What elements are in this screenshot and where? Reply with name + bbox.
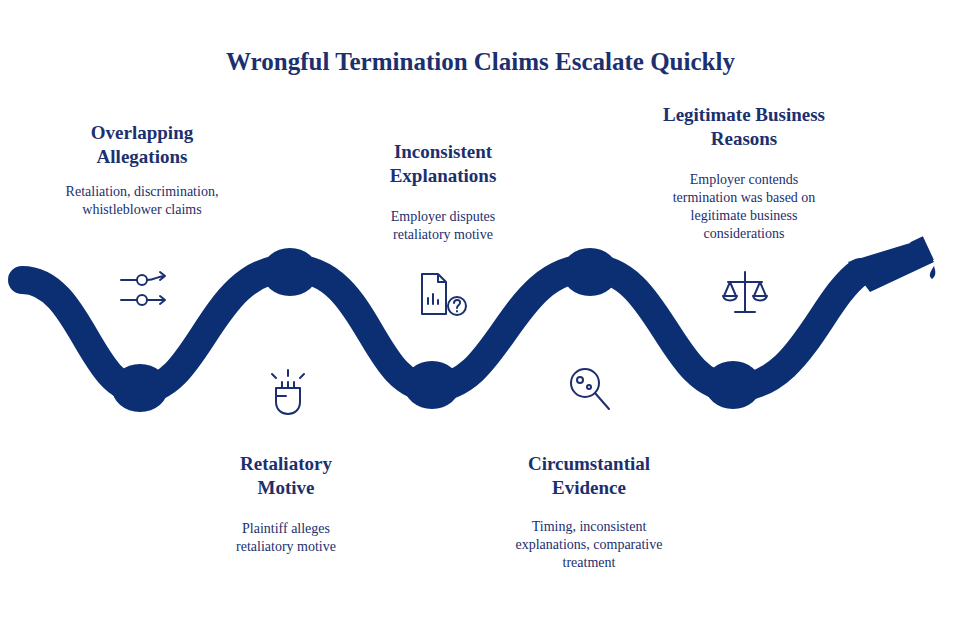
arrows-icon (121, 272, 165, 305)
stage-description: Employer disputes retaliatory motive (368, 208, 518, 244)
stage-description: Employer contends termination was based … (659, 171, 829, 243)
stage-description: Timing, inconsistent explanations, compa… (504, 518, 674, 572)
magnifier-icon (571, 369, 609, 409)
stage-heading: Circumstantial Evidence (514, 452, 664, 500)
stage-description: Retaliation, discrimination, whistleblow… (65, 183, 220, 219)
document-question-icon (422, 274, 466, 315)
stage-heading: Inconsistent Explanations (358, 140, 528, 188)
scales-icon (723, 272, 767, 312)
stage-heading: Overlapping Allegations (57, 121, 227, 169)
knots (112, 248, 761, 412)
stage-heading: Retaliatory Motive (216, 452, 356, 500)
fist-icon (272, 370, 304, 414)
stage-description: Plaintiff alleges retaliatory motive (214, 520, 359, 556)
nozzle (848, 236, 935, 292)
stage-heading: Legitimate Business Reasons (657, 103, 832, 151)
diagram-title: Wrongful Termination Claims Escalate Qui… (0, 48, 961, 76)
